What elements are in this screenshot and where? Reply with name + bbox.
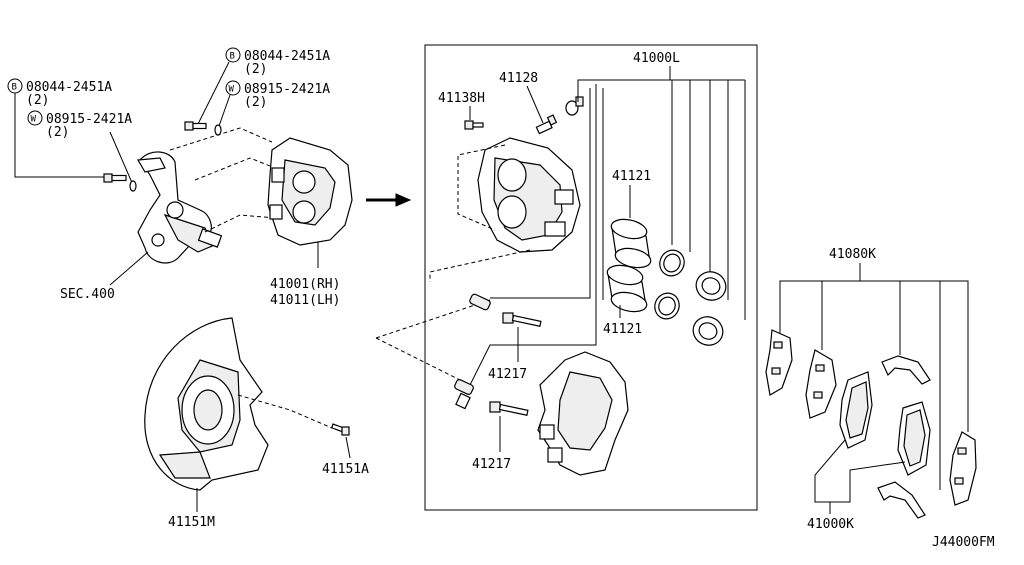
washer-left-code: 08915-2421A <box>46 112 132 127</box>
piston-top <box>610 218 652 269</box>
label-piston-bottom: 41121 <box>603 322 642 337</box>
explode-arrow-icon <box>366 193 412 207</box>
kit-bracket-top <box>577 79 745 102</box>
leader-washer-top <box>218 94 231 127</box>
pin-dash-1 <box>375 337 471 386</box>
washer-left-qty: (2) <box>46 125 69 140</box>
bleeder-screw-icon <box>535 114 558 135</box>
label-washer-top: W 08915-2421A (2) <box>225 80 330 110</box>
anti-rattle-clip-bottom-icon <box>877 481 926 519</box>
mount-dash-3 <box>204 214 276 233</box>
washer-symbol-icon <box>27 110 43 126</box>
hardware-bracket <box>779 280 969 432</box>
dust-shield <box>144 317 269 491</box>
label-bleeder-cap: 41138H <box>438 91 485 106</box>
washer-symbol-icon <box>225 80 241 96</box>
shim-1-icon <box>765 329 793 396</box>
leader-bolt-top <box>197 61 230 125</box>
leader-washer-left <box>109 131 134 186</box>
housing-dash-2 <box>429 249 531 282</box>
bleeder-cap-icon <box>464 120 484 130</box>
label-caliper-rh: 41001(RH) <box>270 277 340 292</box>
washer-top-code: 08915-2421A <box>244 82 330 97</box>
exploded-view-frame <box>424 44 758 511</box>
leader-shield-bolt <box>345 436 351 459</box>
brake-pad-2 <box>897 401 931 476</box>
pad-kit-bracket <box>814 439 906 503</box>
label-piston-top: 41121 <box>612 169 651 184</box>
bolt-top-qty: (2) <box>244 62 267 77</box>
shim-3-icon <box>949 431 977 506</box>
bolt-top-code: 08044-2451A <box>244 49 330 64</box>
housing-dash-1 <box>457 144 506 231</box>
anti-rattle-clip-top-icon <box>881 355 931 385</box>
label-washer-left: W 08915-2421A (2) <box>27 110 132 140</box>
label-pad-kit: 41000K <box>807 517 854 532</box>
bolt-left-prefix: B <box>12 83 17 93</box>
mount-dash-2 <box>194 157 276 181</box>
label-shield: 41151M <box>168 515 215 530</box>
label-pin-bottom: 41217 <box>472 457 511 472</box>
bolt-left-qty: (2) <box>26 93 49 108</box>
drawing-id: J44000FM <box>932 535 995 550</box>
washer-left-icon <box>129 180 137 192</box>
brake-pad-1 <box>839 371 873 449</box>
label-sec: SEC.400 <box>60 287 115 302</box>
bolt-symbol-icon <box>225 47 241 63</box>
mount-dash-1 <box>169 127 273 151</box>
washer-left-prefix: W <box>31 115 37 125</box>
shield-bolt-icon <box>330 423 350 436</box>
guide-pin-top <box>502 312 542 327</box>
shield-dash <box>237 394 333 429</box>
steering-knuckle <box>137 151 223 264</box>
caliper-housing <box>477 137 581 253</box>
label-shield-bolt: 41151A <box>322 462 369 477</box>
dust-cap-icon <box>565 96 584 116</box>
bolt-left-icon <box>103 173 127 183</box>
leader-bolt-left <box>14 93 104 178</box>
caliper-support-bracket <box>537 351 629 476</box>
piston-boot-1-inner <box>701 277 721 295</box>
bolt-left-code: 08044-2451A <box>26 80 112 95</box>
label-bolt-left: B 08044-2451A (2) <box>7 78 112 108</box>
piston-bottom <box>606 264 648 313</box>
shim-2-icon <box>805 349 837 419</box>
kit-line-pin-boot <box>469 84 597 386</box>
washer-top-icon <box>214 124 222 136</box>
guide-pin-bottom <box>489 401 529 416</box>
washer-top-prefix: W <box>229 85 235 95</box>
label-pin-top: 41217 <box>488 367 527 382</box>
label-kit: 41000L <box>633 51 680 66</box>
label-bleeder: 41128 <box>499 71 538 86</box>
pin-boot-top-icon <box>469 293 491 311</box>
pin-dash-2 <box>375 299 491 339</box>
piston-seal-2-inner <box>658 296 676 316</box>
piston-boot-2-inner <box>698 322 718 340</box>
label-bolt-top: B 08044-2451A (2) <box>225 47 330 77</box>
bolt-top-prefix: B <box>230 52 235 62</box>
washer-top-qty: (2) <box>244 95 267 110</box>
leader-bleeder <box>526 85 544 124</box>
caliper-assembly-left <box>267 137 353 246</box>
label-caliper-lh: 41011(LH) <box>270 293 340 308</box>
bolt-top-icon <box>184 121 207 131</box>
leader-sec <box>109 251 149 286</box>
kit-line-boot <box>490 88 591 299</box>
pin-boot-bottom-icon <box>454 379 474 410</box>
label-hardware-kit: 41080K <box>829 247 876 262</box>
piston-seal-1-inner <box>663 253 681 273</box>
